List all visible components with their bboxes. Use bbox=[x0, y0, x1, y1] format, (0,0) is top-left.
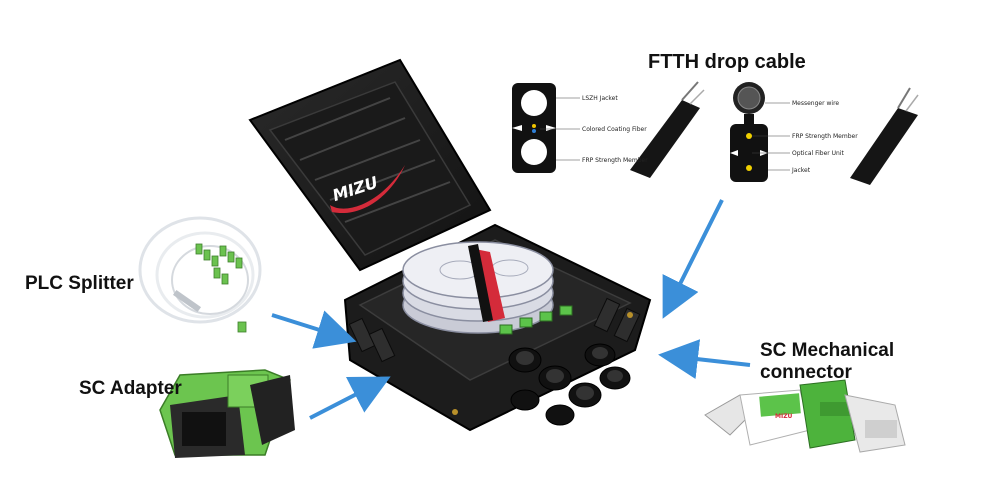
callout-jacket: Jacket bbox=[792, 167, 811, 174]
arrow-drop-cable bbox=[662, 199, 724, 319]
ftth-drop-cable-title: FTTH drop cable bbox=[648, 51, 806, 73]
arrow-sc-adapter bbox=[309, 376, 391, 420]
sc-adapter-label: SC Adapter bbox=[79, 378, 182, 399]
drop-cable-cross-section-1 bbox=[512, 83, 580, 173]
callout-lszh-jacket: LSZH Jacket bbox=[582, 95, 618, 102]
drop-cable-side-2 bbox=[850, 87, 919, 185]
arrow-plc-splitter bbox=[271, 310, 357, 349]
internal-adapters bbox=[499, 305, 573, 335]
terminal-box-lid: MIZU bbox=[248, 58, 492, 272]
pointer-arrows bbox=[271, 199, 751, 420]
callout-optical-fiber-unit: Optical Fiber Unit bbox=[792, 150, 844, 157]
sc-mechanical-label-line2: connector bbox=[760, 362, 852, 383]
callout-colored-coating-fiber: Colored Coating Fiber bbox=[582, 126, 647, 133]
sc-mechanical-connector-image: MIZU bbox=[704, 379, 906, 453]
sc-mechanical-label-line1: SC Mechanical bbox=[760, 340, 895, 361]
callout-frp-strength-member-2: FRP Strength Member bbox=[792, 133, 858, 140]
plc-splitter-label: PLC Splitter bbox=[25, 273, 134, 294]
sc-adapter-image bbox=[159, 369, 295, 458]
cable-ports bbox=[508, 343, 631, 426]
arrow-sc-mechanical bbox=[658, 339, 751, 380]
callout-messenger-wire: Messenger wire bbox=[792, 100, 840, 107]
callout-frp-strength-member-1: FRP Strength Member bbox=[582, 157, 648, 164]
svg-text:MIZU: MIZU bbox=[775, 413, 793, 420]
drop-cable-cross-section-2 bbox=[730, 82, 790, 182]
terminal-box-base bbox=[343, 223, 652, 432]
drop-cable-side-1 bbox=[630, 81, 705, 178]
plc-splitter-image bbox=[138, 216, 262, 333]
